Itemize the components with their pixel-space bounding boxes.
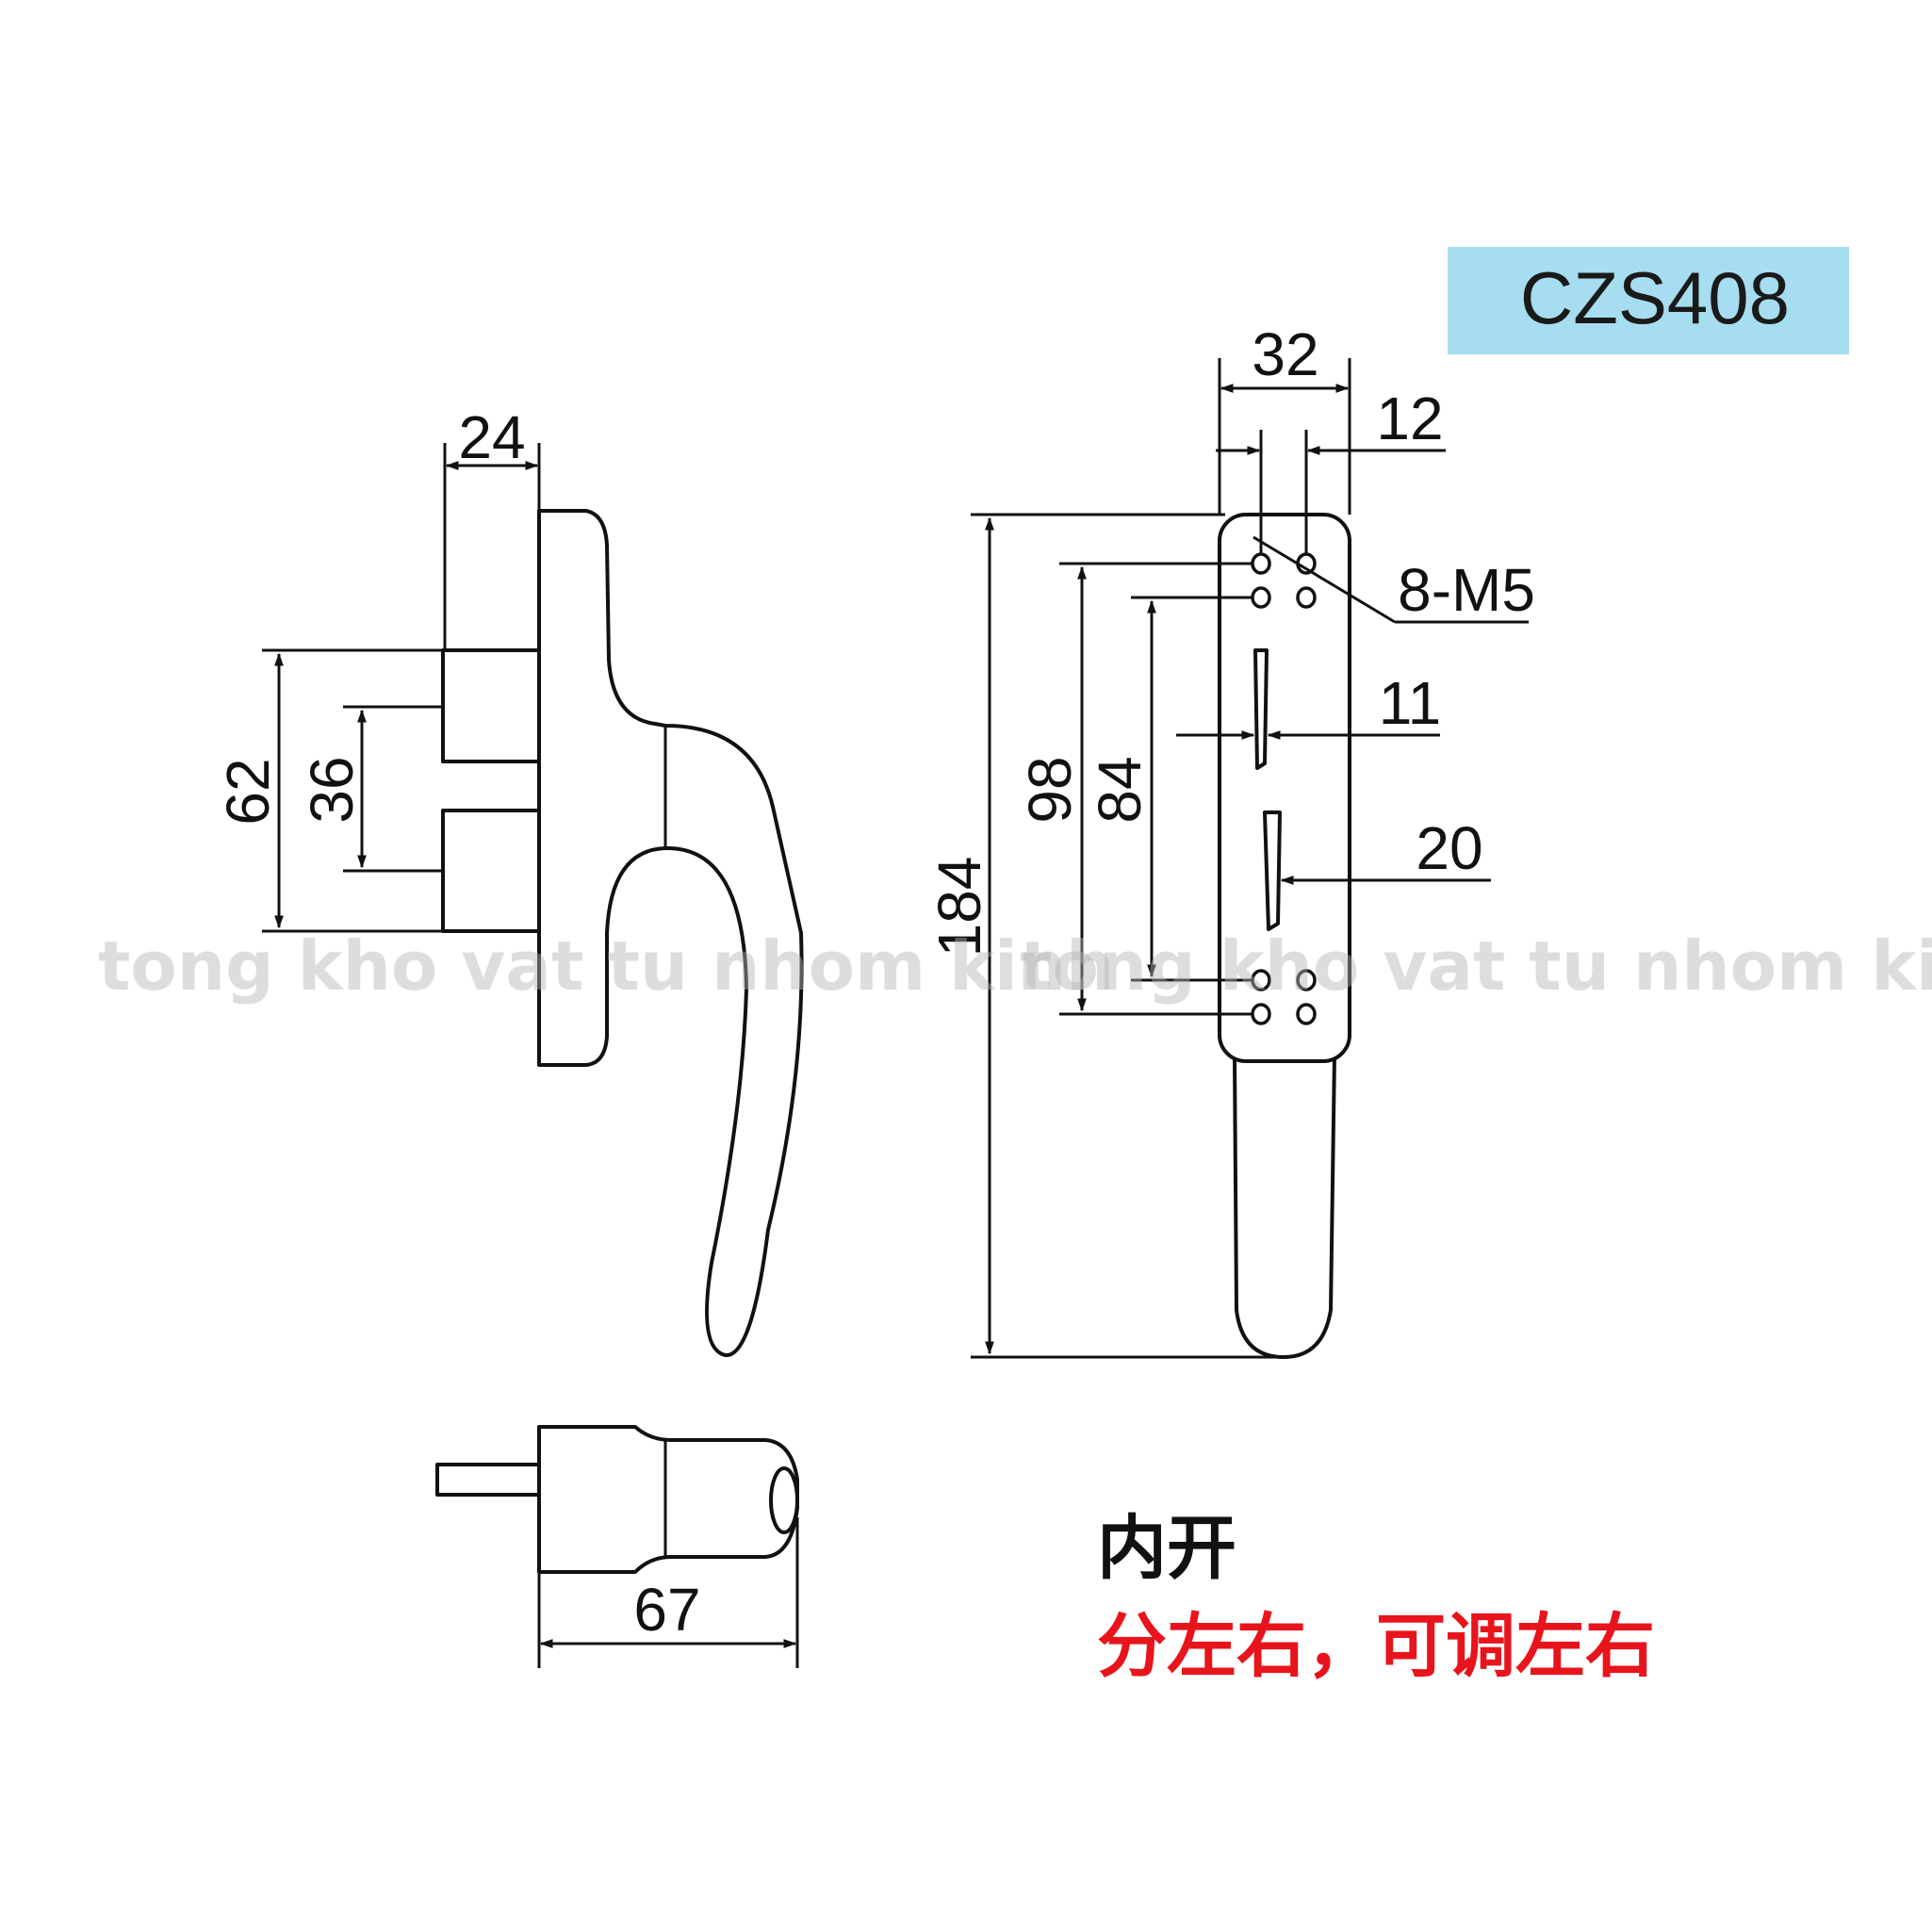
dim-front-outer-holes-label: 98: [1016, 756, 1084, 823]
screw-hole: [1296, 586, 1317, 609]
dim-front-width-label: 32: [1252, 320, 1318, 388]
dim-front-hole-spacing: 12: [1216, 385, 1446, 554]
dim-front-outer-holes: 98: [1016, 562, 1253, 1016]
front-lever: [1233, 1054, 1336, 1359]
dim-side-base-height-label: 62: [214, 758, 282, 825]
dim-total-length: 184: [925, 513, 1284, 1359]
notes: 内开 分左右，可调左右: [1097, 1508, 1655, 1687]
watermark-left: tong kho vat tu nhom kinh: [98, 926, 1114, 1006]
dim-front-inner-holes-label: 84: [1086, 756, 1154, 823]
dim-front-slot-a-label: 11: [1379, 669, 1441, 737]
dim-screw-spec-label: 8-M5: [1398, 556, 1535, 624]
model-label: CZS408: [1448, 247, 1849, 354]
dim-front-width: 32: [1218, 320, 1351, 515]
dim-front-inner-holes: 84: [1086, 596, 1253, 982]
dim-front-hole-spacing-label: 12: [1376, 385, 1443, 452]
screw-hole: [1296, 969, 1317, 991]
watermark: tong kho vat tu nhom kinh tong kho vat t…: [98, 926, 1932, 1006]
dim-front-slot-b: 20: [1280, 814, 1491, 885]
screw-hole: [1251, 1003, 1271, 1025]
bottom-handle-tip: [769, 1466, 799, 1534]
dim-screw-spec: 8-M5: [1253, 535, 1535, 624]
dim-side-spindle-spacing-label: 36: [298, 756, 366, 823]
front-view: 32 12 8-M5 11 20: [925, 320, 1535, 1359]
dim-bottom-length-label: 67: [633, 1576, 700, 1644]
model-label-text: CZS408: [1520, 256, 1790, 339]
dim-front-slot-a: 11: [1176, 669, 1441, 740]
dim-total-length-label: 184: [925, 857, 993, 958]
screw-hole: [1296, 1003, 1317, 1025]
dim-side-width-label: 24: [458, 403, 525, 471]
dim-side-spindle-spacing: 36: [298, 705, 443, 873]
front-base-plate: [1218, 513, 1351, 1063]
front-slot-upper: [1253, 648, 1269, 770]
dim-side-width: 24: [443, 403, 541, 650]
side-view: 24 62 36: [214, 403, 804, 1357]
bottom-handle-outline: [537, 1425, 799, 1574]
side-lower-block: [441, 809, 543, 933]
dim-front-slot-b-label: 20: [1416, 814, 1482, 882]
watermark-right: tong kho vat tu nhom kinh: [1020, 926, 1932, 1006]
note-handing: 分左右，可调左右: [1097, 1606, 1655, 1687]
dim-bottom-length: 67: [537, 1517, 799, 1668]
bottom-spindle: [435, 1463, 543, 1497]
side-upper-block: [441, 648, 543, 763]
model-label-background: [1448, 247, 1849, 354]
screw-hole: [1251, 552, 1271, 575]
dim-side-base-height: 62: [214, 648, 443, 933]
note-opening: 内开: [1097, 1508, 1236, 1589]
bottom-view: 67: [435, 1425, 799, 1668]
front-slot-lower: [1263, 810, 1282, 931]
screw-hole: [1251, 586, 1271, 609]
